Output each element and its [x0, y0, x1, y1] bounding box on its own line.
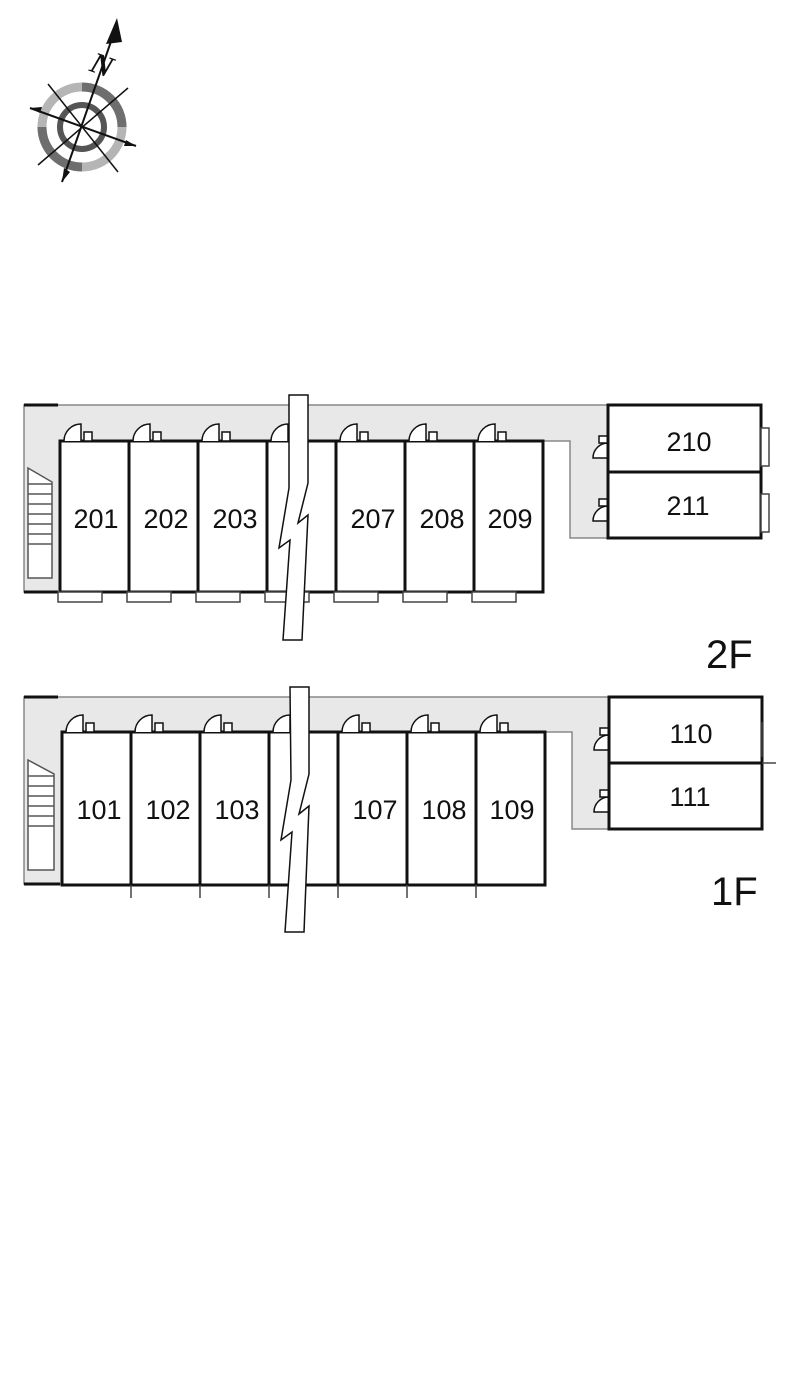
unit-labels: 201 202 203 207 208 209 210 211 101 102 … — [73, 427, 712, 825]
unit-110-label: 110 — [669, 719, 712, 749]
floor-label-1f: 1F — [711, 870, 758, 914]
unit-109-label: 109 — [489, 795, 534, 825]
stairs-1f — [27, 758, 55, 871]
unit-108-label: 108 — [421, 795, 466, 825]
unit-203-label: 203 — [212, 504, 257, 534]
stairs-2f — [27, 466, 53, 579]
unit-101-label: 101 — [76, 795, 121, 825]
unit-107-label: 107 — [352, 795, 397, 825]
unit-209-label: 209 — [487, 504, 532, 534]
unit-102-label: 102 — [145, 795, 190, 825]
unit-202-label: 202 — [143, 504, 188, 534]
break-symbol-2f — [277, 394, 309, 641]
unit-210-label: 210 — [666, 427, 711, 457]
annex-2f — [606, 403, 763, 540]
floor-1f-plan — [23, 686, 776, 933]
unit-208-label: 208 — [419, 504, 464, 534]
unit-109-box — [474, 730, 547, 887]
unit-207-label: 207 — [350, 504, 395, 534]
unit-209-box — [472, 439, 545, 594]
annex-1f — [607, 695, 764, 831]
unit-103-box — [198, 730, 271, 887]
unit-102-box — [129, 730, 202, 887]
unit-202-box — [127, 439, 200, 594]
unit-203-box — [196, 439, 269, 594]
unit-201-label: 201 — [73, 504, 118, 534]
doors-1f — [65, 714, 610, 813]
unit-111-label: 111 — [669, 782, 710, 812]
floor-2f-plan — [23, 394, 770, 641]
unit-row-2f — [58, 439, 545, 594]
break-symbol-1f — [279, 686, 310, 933]
unit-101-box — [60, 730, 133, 887]
floor-label-2f: 2F — [706, 633, 753, 677]
unit-211-box — [606, 470, 763, 540]
compass-north-label: N — [85, 46, 119, 85]
unit-111-box — [607, 761, 764, 831]
compass-icon: N — [29, 18, 137, 183]
doors-2f — [63, 423, 609, 522]
unit-103-label: 103 — [214, 795, 259, 825]
unit-211-label: 211 — [666, 491, 709, 521]
